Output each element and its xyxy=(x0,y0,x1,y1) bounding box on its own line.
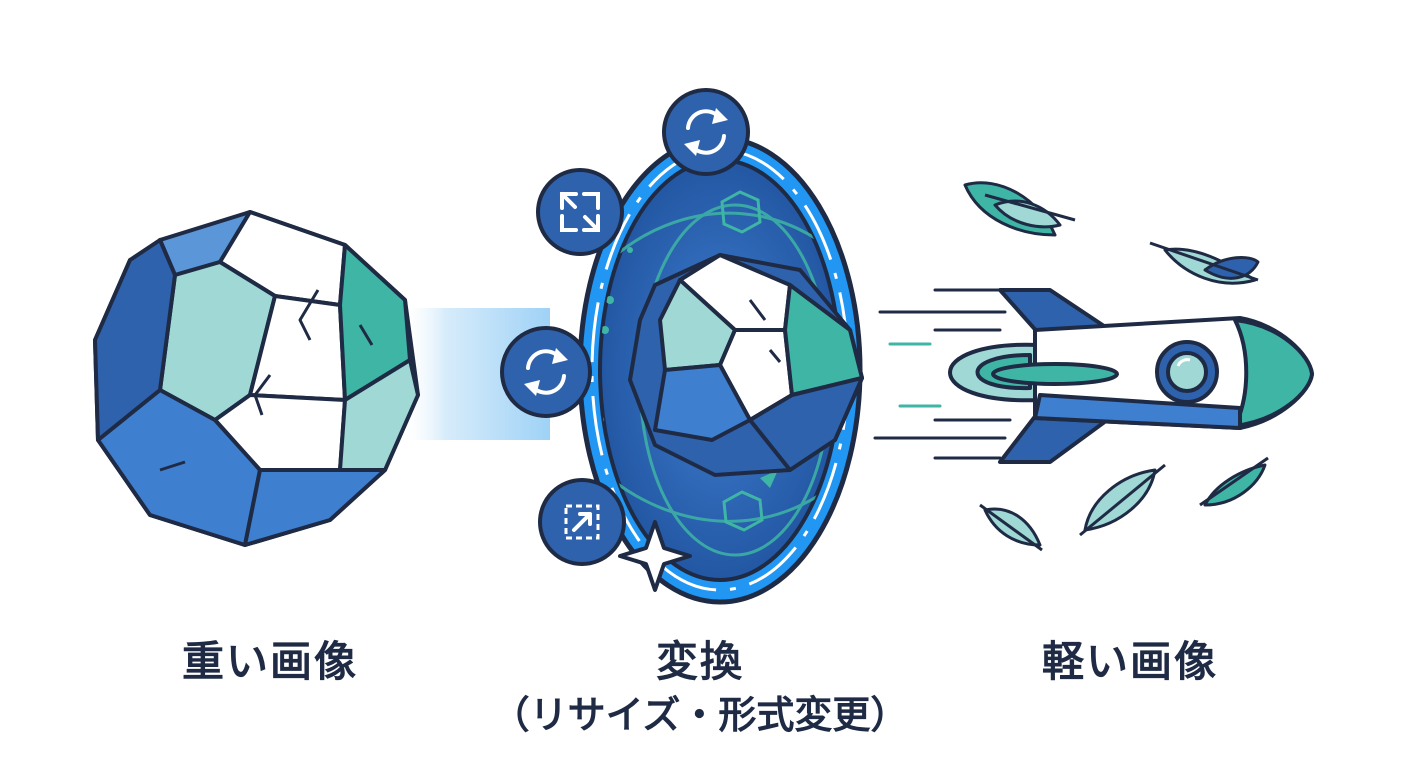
refresh-icon xyxy=(662,88,750,176)
refresh-icon xyxy=(500,326,592,418)
feather-icon xyxy=(1079,463,1166,537)
feather-icon xyxy=(963,181,1076,237)
heavy-image-label: 重い画像 xyxy=(181,637,358,686)
convert-label: 変換 xyxy=(655,637,744,686)
speed-lines xyxy=(873,288,1012,460)
feather-icon xyxy=(1149,241,1260,285)
light-image-label: 軽い画像 xyxy=(1041,637,1218,686)
resize-icon xyxy=(538,478,626,566)
feather-icon xyxy=(1199,456,1269,507)
rocket-icon xyxy=(948,288,1314,464)
heavy-gem-icon xyxy=(93,210,420,547)
resize-icon xyxy=(536,168,624,256)
convert-sublabel: （リサイズ・形式変更） xyxy=(491,693,909,737)
feather-icon xyxy=(979,503,1043,552)
sparkle-icon xyxy=(618,520,692,592)
transforming-gem-icon xyxy=(628,253,864,477)
